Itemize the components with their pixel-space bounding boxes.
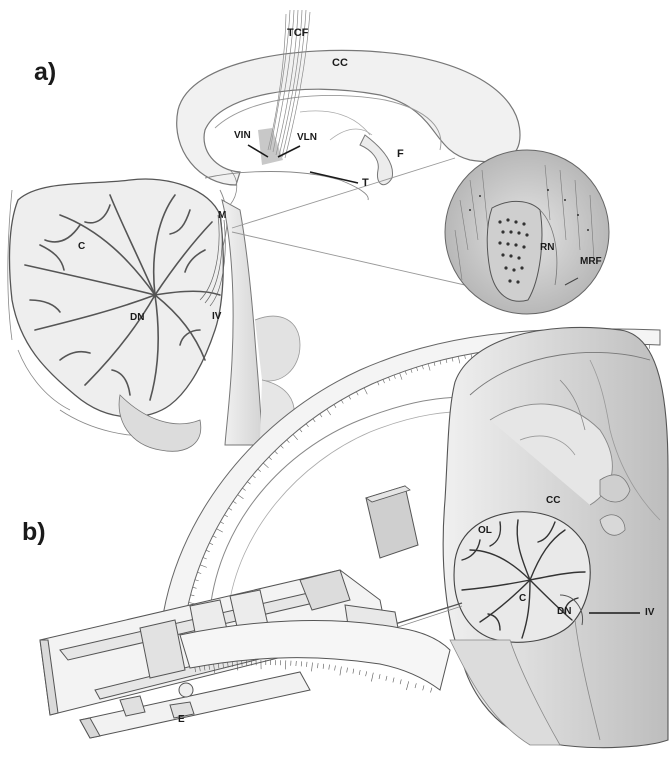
scale-tick [193,587,197,588]
scale-tick [471,354,472,358]
label-vin: VIN [234,131,251,141]
scale-tick [238,495,244,499]
scale-tick [233,501,236,503]
scale-tick [229,508,232,510]
scale-tick [349,396,351,400]
label-vln: VLN [297,133,317,143]
scale-tick [341,400,343,404]
scale-tick [287,440,290,443]
label-dn-a: DN [130,313,144,323]
scale-tick [356,392,358,396]
scale-tick [312,663,313,672]
scale-tick [300,429,303,432]
scale-tick [191,595,195,596]
label-dn-b: DN [557,607,571,617]
scale-tick [213,536,217,538]
scale-tick [400,679,401,684]
scale-tick [275,451,278,454]
panel-label-b: b) [22,520,46,545]
scale-tick [405,371,406,375]
label-t: T [362,178,369,189]
scale-tick [253,475,256,478]
scale-tick [400,373,402,380]
scale-tick [458,356,460,363]
panel-label-a: a) [34,60,56,85]
scale-tick [327,409,331,415]
scale-tick [415,683,416,688]
scale-tick [307,662,308,667]
scale-tick [217,529,223,532]
label-cc-a: CC [332,58,348,69]
scale-tick [242,488,245,490]
scale-tick [293,434,298,440]
scale-tick [393,678,394,683]
scale-tick [417,367,418,371]
scale-tick [440,361,441,365]
scale-tick [197,572,201,573]
curved-ruler [180,621,450,690]
label-e: E [178,715,185,725]
scale-tick [258,469,261,472]
label-ol: OL [478,526,492,536]
scale-tick [452,358,453,362]
label-mrf: MRF [580,257,602,267]
scale-tick [383,379,385,383]
label-tcf: TCF [287,28,308,39]
cerebellum-b [454,512,590,643]
scale-tick [431,688,432,693]
label-rn: RN [540,243,554,253]
scale-tick [465,355,466,359]
label-iv-b: IV [645,608,654,618]
scale-tick [423,685,424,690]
scale-tick [209,543,213,545]
scale-tick [263,463,268,468]
scale-tick [224,515,227,517]
scale-tick [359,670,360,675]
magnified-inset-red-nucleus [445,150,609,314]
scale-tick [347,668,348,673]
scale-tick [378,382,380,386]
scale-tick [340,667,342,676]
scale-tick [394,375,395,379]
scale-tick [366,671,367,676]
label-c-b: C [519,594,526,604]
scale-tick [406,681,408,690]
cerebellum-a [10,179,224,417]
scale-tick [206,550,210,552]
scale-tick [434,362,435,366]
scale-tick [329,665,330,670]
scale-tick [389,377,391,381]
scale-tick [446,359,447,363]
scale-tick [411,369,412,373]
label-m: M [218,211,226,221]
scale-tick [269,457,272,460]
scale-tick [335,666,336,671]
scale-tick [320,414,322,417]
scale-tick [281,445,284,448]
label-c-a: C [78,242,85,252]
scale-tick [353,669,354,674]
scale-tick [379,674,380,679]
label-f: F [397,149,404,160]
scale-tick [220,522,223,524]
scale-tick [428,364,430,371]
scale-tick [247,482,250,485]
scale-tick [313,419,315,422]
scale-tick [386,676,387,681]
scale-tick [323,664,324,669]
scale-tick [334,404,336,407]
scale-tick [195,580,199,581]
label-iv-a: IV [212,312,221,322]
label-cc-b: CC [546,496,560,506]
scale-tick [371,673,373,682]
scale-tick [203,558,207,560]
scale-tick [422,365,423,369]
scale-tick [200,565,207,568]
scale-tick [306,424,308,427]
scale-tick [318,663,319,668]
scale-tick [364,388,367,395]
